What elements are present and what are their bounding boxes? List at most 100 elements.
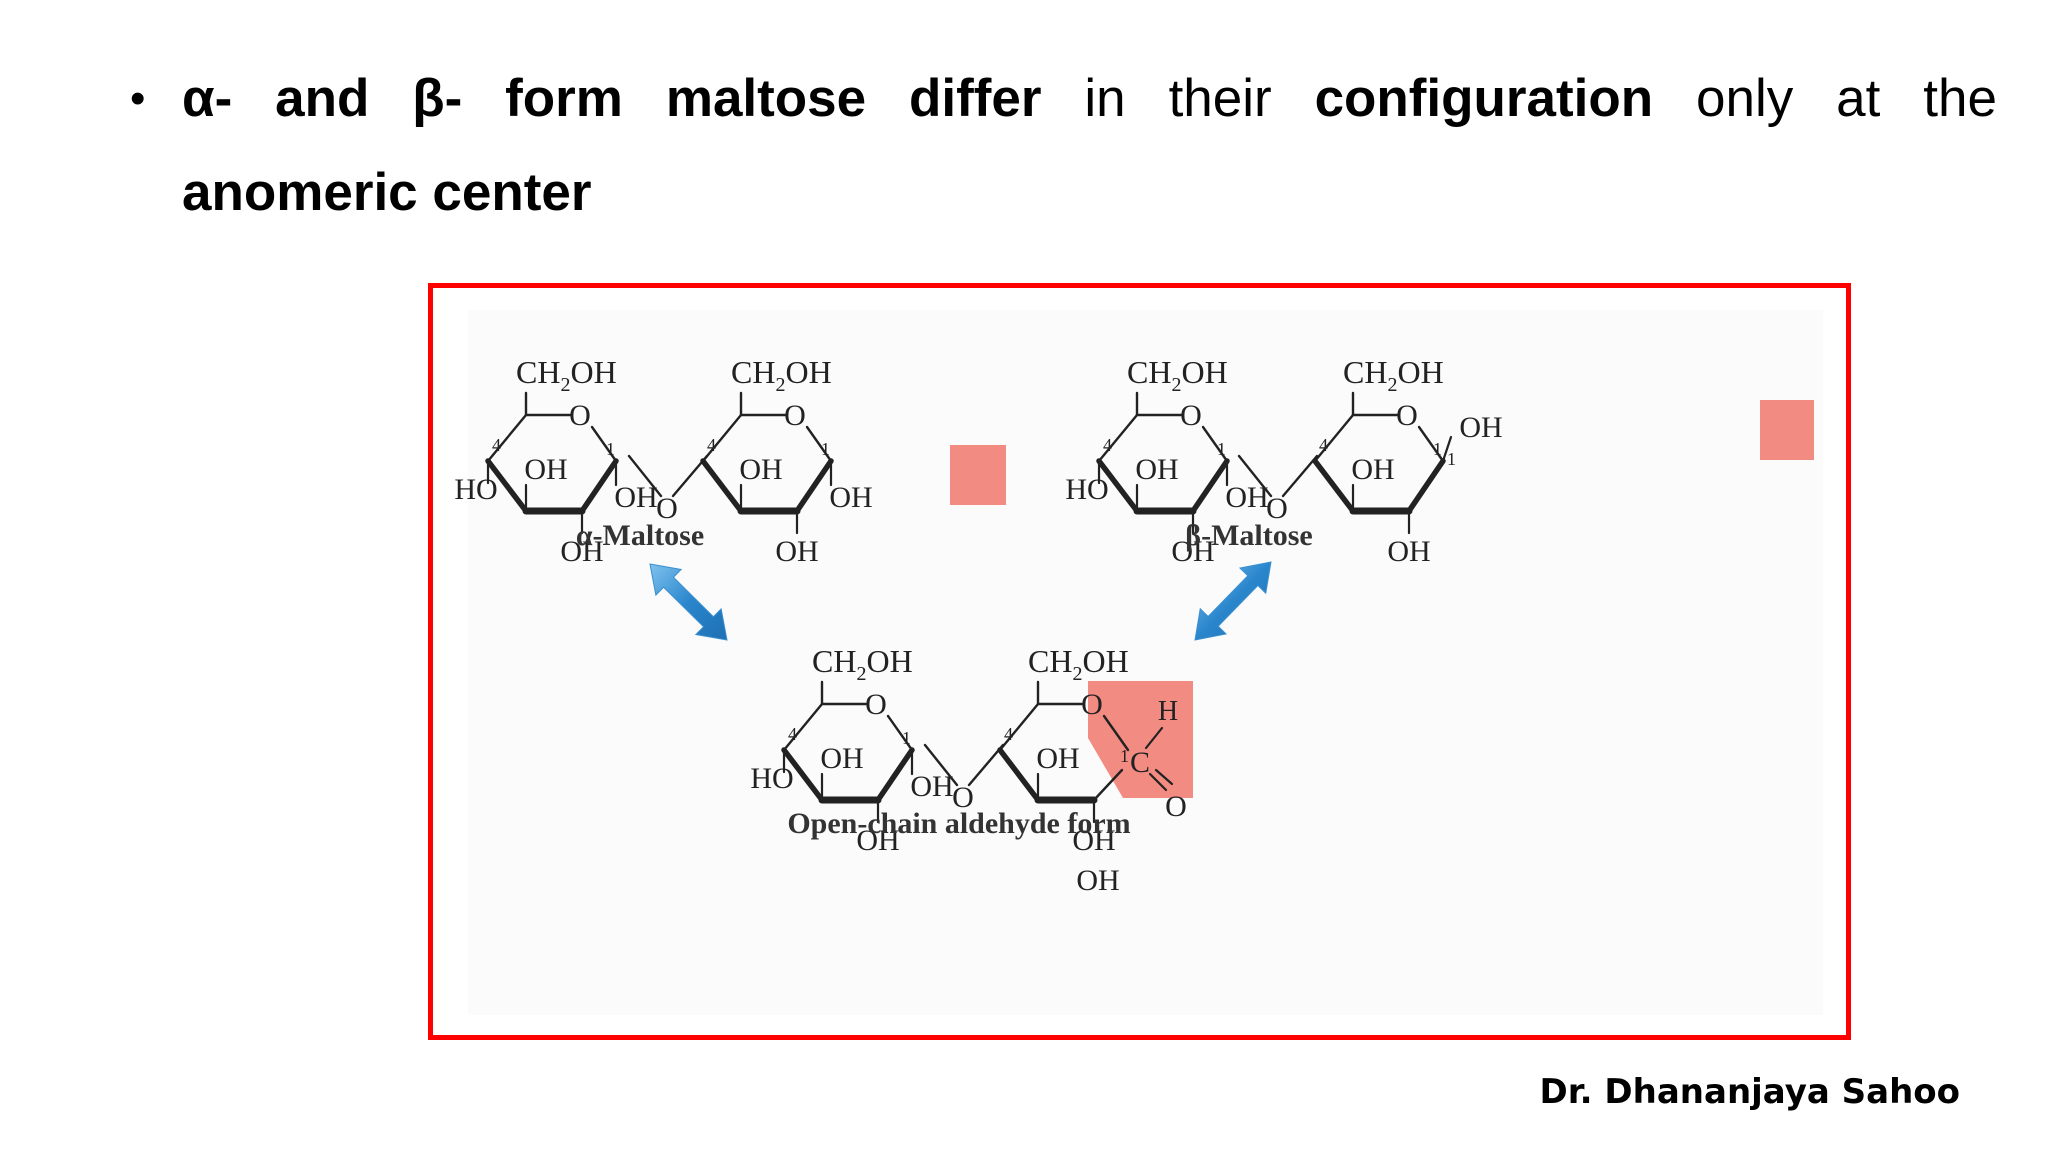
- glycosidic-bond-left: [1237, 454, 1273, 498]
- ch2oh-oh: OH: [1397, 354, 1443, 390]
- glycosidic-oxygen-label: O: [1266, 492, 1288, 525]
- anomeric-oh-label: OH: [1459, 411, 1502, 444]
- ring-oxygen-label: O: [1081, 688, 1103, 721]
- carbon-4-number: 4: [492, 435, 501, 455]
- bullet-word: in: [1084, 69, 1126, 128]
- ch2oh-label: CH2OH: [812, 643, 913, 685]
- carbon-1-number: 1: [1433, 439, 1442, 459]
- bullet-word: α-: [182, 69, 233, 128]
- bullet-word: the: [1923, 69, 1997, 128]
- ring-oxygen-label: O: [865, 688, 887, 721]
- glycosidic-bond-right: [1281, 454, 1319, 498]
- ch2oh-ch: CH: [1343, 354, 1387, 390]
- ch2oh-ch: CH: [516, 354, 560, 390]
- alpha-maltose-caption: α-Maltose: [576, 519, 704, 552]
- o-c1-bond: [886, 714, 914, 752]
- c2-oh-label: OH: [856, 824, 899, 857]
- c4-ho-label: HO: [1065, 473, 1108, 506]
- c5-c4-bond: [998, 702, 1040, 752]
- c4-c3-bold-bond: [700, 458, 744, 514]
- carbon-4-number: 4: [1319, 435, 1328, 455]
- ch2oh-label: CH2OH: [1343, 354, 1444, 396]
- ring-oxygen-label: O: [784, 399, 806, 432]
- bullet-word: configuration: [1314, 69, 1654, 128]
- ch2oh-sub: 2: [856, 663, 866, 685]
- carbon-4-number: 4: [707, 435, 716, 455]
- anomeric-oh-label: OH: [910, 770, 953, 803]
- ch2oh-label: CH2OH: [516, 354, 617, 396]
- c3-oh-label: OH: [820, 742, 863, 775]
- anomeric-oh-label: OH: [829, 481, 872, 514]
- c3-oh-label: OH: [524, 453, 567, 486]
- c3-oh-label: OH: [1036, 742, 1079, 775]
- o-c1-bond: [590, 425, 618, 463]
- c5-c4-bond: [782, 702, 824, 752]
- ch2oh-ch: CH: [812, 643, 856, 679]
- c5-c4-bond: [1313, 413, 1355, 463]
- c2-c1-bold-bond: [579, 458, 619, 514]
- carbon-1-number: 1: [1217, 439, 1226, 459]
- c2-oh-label: OH: [560, 535, 603, 568]
- figure-background: [468, 310, 1823, 1015]
- c4-ho-label: HO: [750, 762, 793, 795]
- ch2oh-label: CH2OH: [731, 354, 832, 396]
- ch2oh-oh: OH: [570, 354, 616, 390]
- o-c1-bond: [1201, 425, 1229, 463]
- carbon-4-number: 4: [1004, 724, 1013, 744]
- c2-oh-label: OH: [1171, 535, 1214, 568]
- ring-oxygen-label: O: [1396, 399, 1418, 432]
- bullet-word: their: [1168, 69, 1272, 128]
- o-c1-bond: [1102, 714, 1130, 752]
- anomeric-oh-label: OH: [1225, 481, 1268, 514]
- ch2oh-sub: 2: [775, 374, 785, 396]
- bullet-word: differ: [909, 69, 1042, 128]
- carbon-4-number: 4: [788, 724, 797, 744]
- glycosidic-oxygen-label: O: [952, 781, 974, 814]
- glycosidic-linkage: O: [627, 454, 709, 525]
- carbon-4-number: 4: [1103, 435, 1112, 455]
- c4-ho-label: HO: [454, 473, 497, 506]
- ring-oxygen-label: O: [1180, 399, 1202, 432]
- ch2oh-sub: 2: [560, 374, 570, 396]
- anomeric-oh-label: OH: [614, 481, 657, 514]
- c2-oh-label: OH: [775, 535, 818, 568]
- glycosidic-linkage: O: [1237, 454, 1319, 525]
- author-credit: Dr. Dhananjaya Sahoo: [1539, 1072, 1960, 1112]
- o-c1-bond: [1417, 425, 1445, 463]
- c2-c1-bold-bond: [875, 747, 915, 803]
- c2-c1-bold-bond: [794, 458, 834, 514]
- open-chain-aldehyde-highlight: [1088, 681, 1193, 798]
- c4-c3-bold-bond: [485, 458, 529, 514]
- o-c1-bond: [805, 425, 833, 463]
- ch2oh-oh: OH: [1181, 354, 1227, 390]
- c2-oh-label: OH: [1072, 824, 1115, 857]
- glycosidic-oxygen-label: O: [656, 492, 678, 525]
- glycosidic-bond-left: [923, 743, 959, 787]
- c5-c4-bond: [701, 413, 743, 463]
- aldehyde-oxygen-label: O: [1165, 790, 1187, 823]
- ch2oh-sub: 2: [1171, 374, 1181, 396]
- ch2oh-oh: OH: [785, 354, 831, 390]
- c5-oh-label: OH: [1076, 864, 1119, 897]
- bullet-word: maltose: [665, 69, 867, 128]
- c5-c4-bond: [1097, 413, 1139, 463]
- c2-oh-label: OH: [1387, 535, 1430, 568]
- c4-c3-bold-bond: [1096, 458, 1140, 514]
- c2-c1-bond: [1092, 768, 1124, 802]
- bullet-word: form: [505, 69, 623, 128]
- open-chain-caption: Open-chain aldehyde form: [787, 807, 1130, 840]
- alpha-anomeric-highlight: [950, 445, 1006, 505]
- bullet-word: only: [1696, 69, 1794, 128]
- ring-oxygen-label: O: [569, 399, 591, 432]
- c1-oh-bond: [1441, 435, 1453, 463]
